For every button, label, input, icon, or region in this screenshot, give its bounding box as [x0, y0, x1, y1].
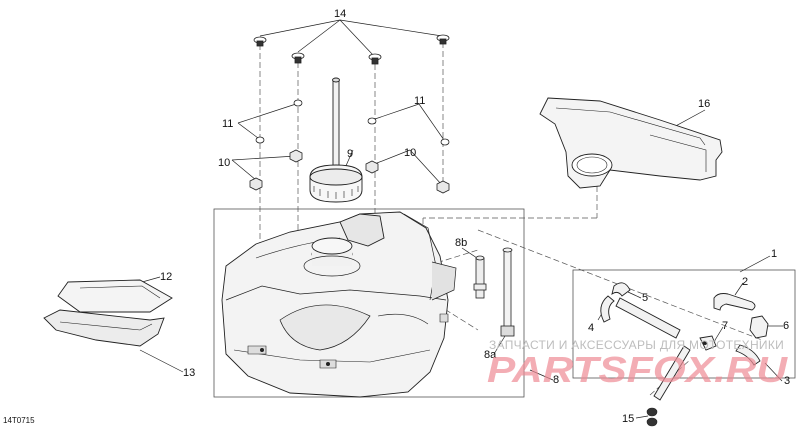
nut — [436, 180, 450, 194]
washers-11 — [255, 99, 450, 146]
fitting-7 — [699, 335, 717, 351]
fuel-tank — [221, 211, 457, 398]
watermark-text: ЗАПЧАСТИ И АКСЕССУАРЫ ДЛЯ МОТОТЕХНИКИ — [489, 338, 784, 352]
washer — [293, 99, 303, 107]
callout-8a: 8a — [484, 349, 497, 361]
vent-hoses — [600, 282, 769, 401]
washer — [255, 136, 265, 144]
callout-1: 1 — [771, 248, 777, 260]
callout-13: 13 — [183, 367, 195, 379]
callout-11-left: 11 — [222, 118, 233, 130]
callout-8: 8 — [553, 374, 559, 386]
callout-8b: 8b — [455, 237, 467, 249]
fuel-cap — [309, 77, 363, 203]
bolt — [291, 52, 305, 64]
check-valve-6 — [749, 315, 769, 339]
hose-2 — [713, 293, 756, 311]
nut — [249, 177, 263, 191]
dip-tube — [500, 247, 515, 337]
skid-support — [43, 309, 165, 347]
callout-11-right: 11 — [414, 95, 425, 107]
drain-hose — [653, 345, 691, 401]
leader-lines — [109, 19, 783, 419]
callout-4: 4 — [588, 322, 594, 334]
bolt — [253, 36, 267, 47]
callout-16: 16 — [698, 98, 710, 110]
bolts-14 — [253, 34, 450, 65]
nuts-10 — [249, 149, 450, 194]
hose-assembly-frame — [572, 269, 796, 379]
bolt — [436, 34, 450, 45]
callout-6: 6 — [783, 320, 789, 332]
clamp — [646, 407, 658, 417]
callout-12: 12 — [160, 271, 172, 283]
clamp — [646, 417, 658, 427]
main-vent-hose — [615, 297, 681, 339]
heat-shield — [539, 97, 723, 189]
clamps-15 — [646, 407, 658, 427]
washer — [367, 117, 377, 125]
watermark-logo: PARTSFOX.RU — [487, 349, 788, 390]
callout-3: 3 — [784, 375, 790, 387]
callout-9: 9 — [347, 148, 353, 160]
callout-10-left: 10 — [218, 157, 230, 169]
skid-plate — [57, 279, 173, 313]
fuel-sender — [473, 255, 487, 299]
tank-assembly-frame — [213, 208, 525, 398]
hose-3 — [735, 344, 761, 366]
drawing-code: 14T0715 — [3, 416, 35, 425]
nut — [289, 149, 303, 163]
callout-14: 14 — [334, 8, 346, 20]
callout-5: 5 — [642, 292, 648, 304]
washer — [440, 138, 450, 146]
bolt — [368, 53, 382, 65]
callout-15: 15 — [622, 413, 634, 425]
nut — [365, 160, 379, 174]
callout-10-right: 10 — [404, 147, 416, 159]
callout-labels: 14 16 11 11 9 10 10 8b 1 12 2 5 4 6 7 8a… — [160, 8, 790, 425]
hose-4 — [600, 295, 615, 323]
callout-2: 2 — [742, 276, 748, 288]
callout-7: 7 — [722, 320, 728, 332]
hose-5 — [611, 282, 631, 297]
